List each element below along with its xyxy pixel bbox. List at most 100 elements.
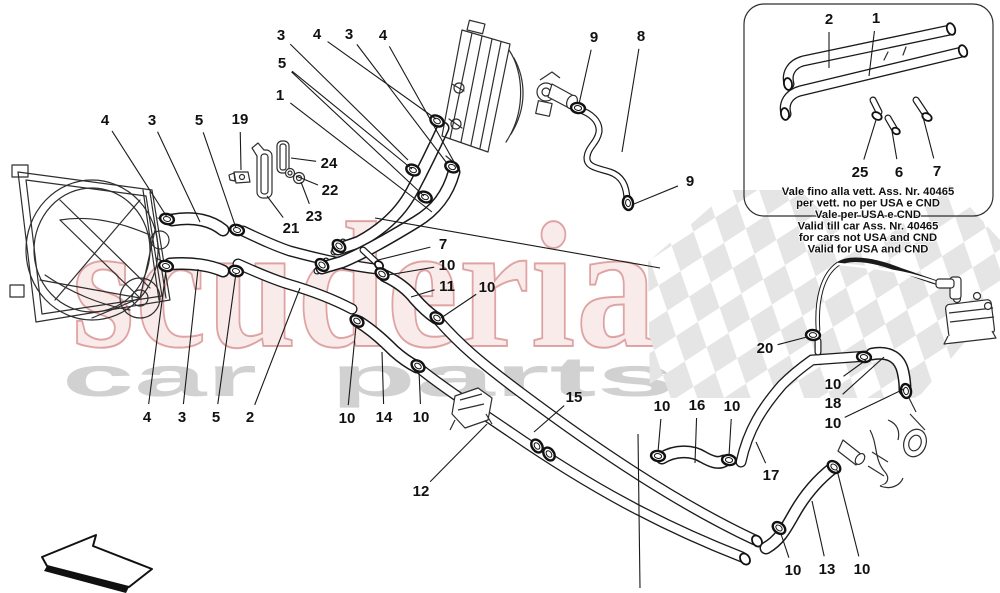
clamp-icon bbox=[158, 212, 176, 226]
callout-25: 25 bbox=[852, 119, 877, 181]
clamp-inner bbox=[433, 117, 441, 125]
clamp-inner bbox=[161, 263, 171, 269]
leader-line bbox=[921, 112, 935, 159]
callout-label: 6 bbox=[895, 164, 903, 181]
clamp-icon bbox=[899, 382, 913, 400]
clamp-inner bbox=[859, 354, 869, 360]
clamp-inner bbox=[808, 332, 818, 338]
callout-10: 10 bbox=[654, 398, 671, 453]
clamp-icon bbox=[228, 223, 246, 237]
inset-pipes bbox=[779, 22, 969, 136]
center-radiator bbox=[441, 19, 524, 167]
clamp-icon bbox=[429, 114, 445, 128]
callout-6: 6 bbox=[891, 130, 903, 181]
callout-label: 10 bbox=[825, 415, 842, 432]
clamp-icon bbox=[374, 267, 390, 281]
leader-line bbox=[844, 388, 905, 418]
leader-line bbox=[148, 269, 167, 405]
leader-line bbox=[777, 336, 808, 346]
clamp-inner bbox=[625, 198, 631, 208]
leader-line bbox=[300, 181, 310, 205]
clamp-icon bbox=[530, 438, 544, 454]
callout-18: 18 bbox=[825, 356, 885, 412]
callout-label: 10 bbox=[479, 279, 496, 296]
clamp-inner bbox=[232, 227, 242, 233]
clamp-icon bbox=[826, 459, 842, 475]
callout-label: 1 bbox=[872, 10, 880, 27]
callout-3: 3 bbox=[178, 268, 199, 426]
leader-line bbox=[327, 41, 437, 120]
callout-label: 22 bbox=[322, 182, 339, 199]
oil-cooler-assembly bbox=[815, 257, 997, 345]
leader-line bbox=[239, 131, 242, 171]
leader-line bbox=[868, 30, 875, 77]
hose-8 bbox=[573, 105, 631, 205]
clamp-inner bbox=[433, 314, 441, 322]
callout-label: 12 bbox=[413, 483, 430, 500]
callout-15: 15 bbox=[533, 389, 583, 433]
clamp-inner bbox=[545, 450, 553, 458]
callout-10: 10 bbox=[440, 279, 496, 319]
checkered-flag-background bbox=[648, 185, 1000, 398]
leader-line bbox=[811, 500, 825, 557]
note-line: per vett. no per USA e CND bbox=[796, 198, 940, 210]
clamp-inner bbox=[335, 242, 343, 250]
callout-9: 9 bbox=[633, 173, 694, 205]
callout-label: 18 bbox=[825, 395, 842, 412]
callout-2: 2 bbox=[246, 287, 301, 426]
leader-line bbox=[843, 359, 867, 377]
callout-label: 4 bbox=[101, 112, 110, 129]
callout-10: 10 bbox=[387, 257, 455, 276]
leader-line bbox=[657, 418, 662, 453]
leader-line bbox=[295, 175, 319, 186]
callout-label: 3 bbox=[277, 27, 285, 44]
leader-line bbox=[863, 119, 877, 160]
callout-5: 5 bbox=[195, 112, 237, 229]
callout-10: 10 bbox=[339, 325, 357, 427]
callout-3: 3 bbox=[345, 26, 447, 163]
clamp-icon bbox=[331, 238, 347, 254]
left-radiator-hoses bbox=[163, 212, 230, 278]
callout-12: 12 bbox=[413, 423, 488, 500]
clamp-inner bbox=[573, 105, 583, 111]
clamp-icon bbox=[649, 449, 667, 463]
watermark-sub-left: car bbox=[62, 345, 257, 408]
callout-label: 23 bbox=[306, 208, 323, 225]
rear-engine-hoses bbox=[655, 337, 912, 555]
leader-line bbox=[377, 246, 431, 261]
engine-detail bbox=[837, 391, 927, 489]
clamp-inner bbox=[231, 268, 241, 274]
callout-4: 4 bbox=[313, 26, 437, 120]
clamp-inner bbox=[378, 270, 386, 278]
callout-label: 17 bbox=[763, 467, 780, 484]
leader-line bbox=[621, 48, 640, 153]
callout-4: 4 bbox=[379, 27, 459, 170]
leader-line bbox=[291, 71, 425, 197]
callout-20: 20 bbox=[757, 336, 808, 357]
callout-label: 1 bbox=[276, 87, 284, 104]
clamp-icon bbox=[804, 328, 822, 342]
callout-label: 15 bbox=[566, 389, 583, 406]
clamp-inner bbox=[533, 442, 541, 450]
leader-line bbox=[347, 325, 357, 406]
clamp-icon bbox=[720, 453, 738, 467]
callout-label: 5 bbox=[278, 55, 286, 72]
callout-24: 24 bbox=[290, 155, 338, 172]
note-line: Valid for USA and CND bbox=[808, 244, 929, 256]
clamp-inner bbox=[414, 362, 422, 370]
callout-label: 4 bbox=[143, 409, 152, 426]
callout-label: 10 bbox=[654, 398, 671, 415]
callout-label: 2 bbox=[246, 409, 254, 426]
callout-label: 7 bbox=[439, 236, 447, 253]
callout-23: 23 bbox=[300, 181, 323, 225]
center-radiator-hoses bbox=[315, 121, 461, 275]
leader-line bbox=[728, 418, 732, 457]
callout-label: 9 bbox=[686, 173, 694, 190]
clamp-inner bbox=[421, 193, 429, 201]
leader-line bbox=[842, 356, 885, 395]
callout-4: 4 bbox=[143, 269, 167, 426]
clamp-inner bbox=[724, 457, 734, 463]
leader-line bbox=[157, 131, 201, 223]
